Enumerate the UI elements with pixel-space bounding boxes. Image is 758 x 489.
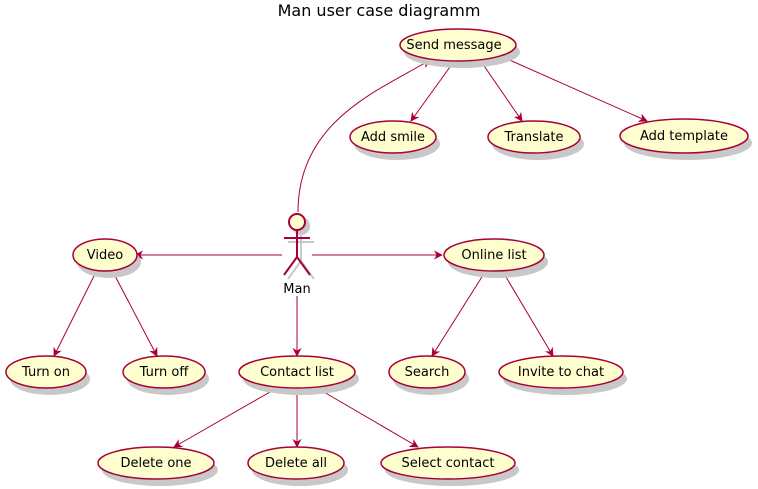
use-case-delete-one: Delete one: [97, 446, 218, 486]
use-case-label: Send message: [406, 38, 501, 53]
edge-online-list-invite: [502, 271, 554, 357]
use-case-label: Invite to chat: [518, 365, 604, 380]
use-case-label: Add template: [640, 129, 728, 144]
use-case-invite-to-chat: Invite to chat: [498, 355, 627, 395]
use-case-label: Delete all: [265, 456, 327, 471]
use-case-label: Turn off: [139, 365, 190, 380]
use-case-turn-on: Turn on: [5, 355, 90, 395]
diagram-title: Man user case diagramm: [278, 1, 481, 20]
use-case-online-list: Online list: [443, 238, 548, 278]
use-case-send-message: Send message: [399, 28, 520, 68]
use-case-label: Add smile: [361, 130, 425, 145]
edge-video-turn-on: [53, 271, 97, 357]
use-case-turn-off: Turn off: [122, 355, 209, 395]
use-case-delete-all: Delete all: [247, 446, 348, 486]
use-case-label: Select contact: [402, 456, 495, 471]
edge-send-message-translate: [479, 59, 523, 122]
use-case-add-template: Add template: [619, 118, 752, 160]
use-case-label: Translate: [503, 130, 563, 145]
use-case-select-contact: Select contact: [380, 446, 519, 486]
use-case-contact-list: Contact list: [238, 355, 359, 395]
edge-send-message-add-template: [504, 57, 648, 122]
actor-figure-icon: [283, 213, 311, 276]
use-case-label: Contact list: [260, 365, 334, 380]
edge-actor-send-message: [297, 59, 431, 213]
relations: [53, 57, 648, 448]
edge-video-turn-off: [112, 271, 158, 357]
use-case-label: Delete one: [120, 456, 191, 471]
actor-man: Man: [283, 213, 315, 297]
edge-send-message-add-smile: [410, 59, 456, 122]
use-case-video: Video: [72, 238, 141, 278]
use-case-label: Turn on: [21, 365, 70, 380]
actor-label: Man: [283, 282, 310, 297]
edge-contact-list-select-contact: [316, 387, 419, 448]
use-case-label: Search: [405, 365, 450, 380]
use-case-search: Search: [388, 355, 469, 395]
use-case-label: Video: [87, 248, 123, 263]
use-case-add-smile: Add smile: [349, 120, 440, 160]
use-case-label: Online list: [461, 248, 526, 263]
edge-online-list-search: [431, 271, 486, 357]
edge-contact-list-delete-one: [173, 387, 278, 448]
use-case-translate: Translate: [487, 120, 584, 160]
